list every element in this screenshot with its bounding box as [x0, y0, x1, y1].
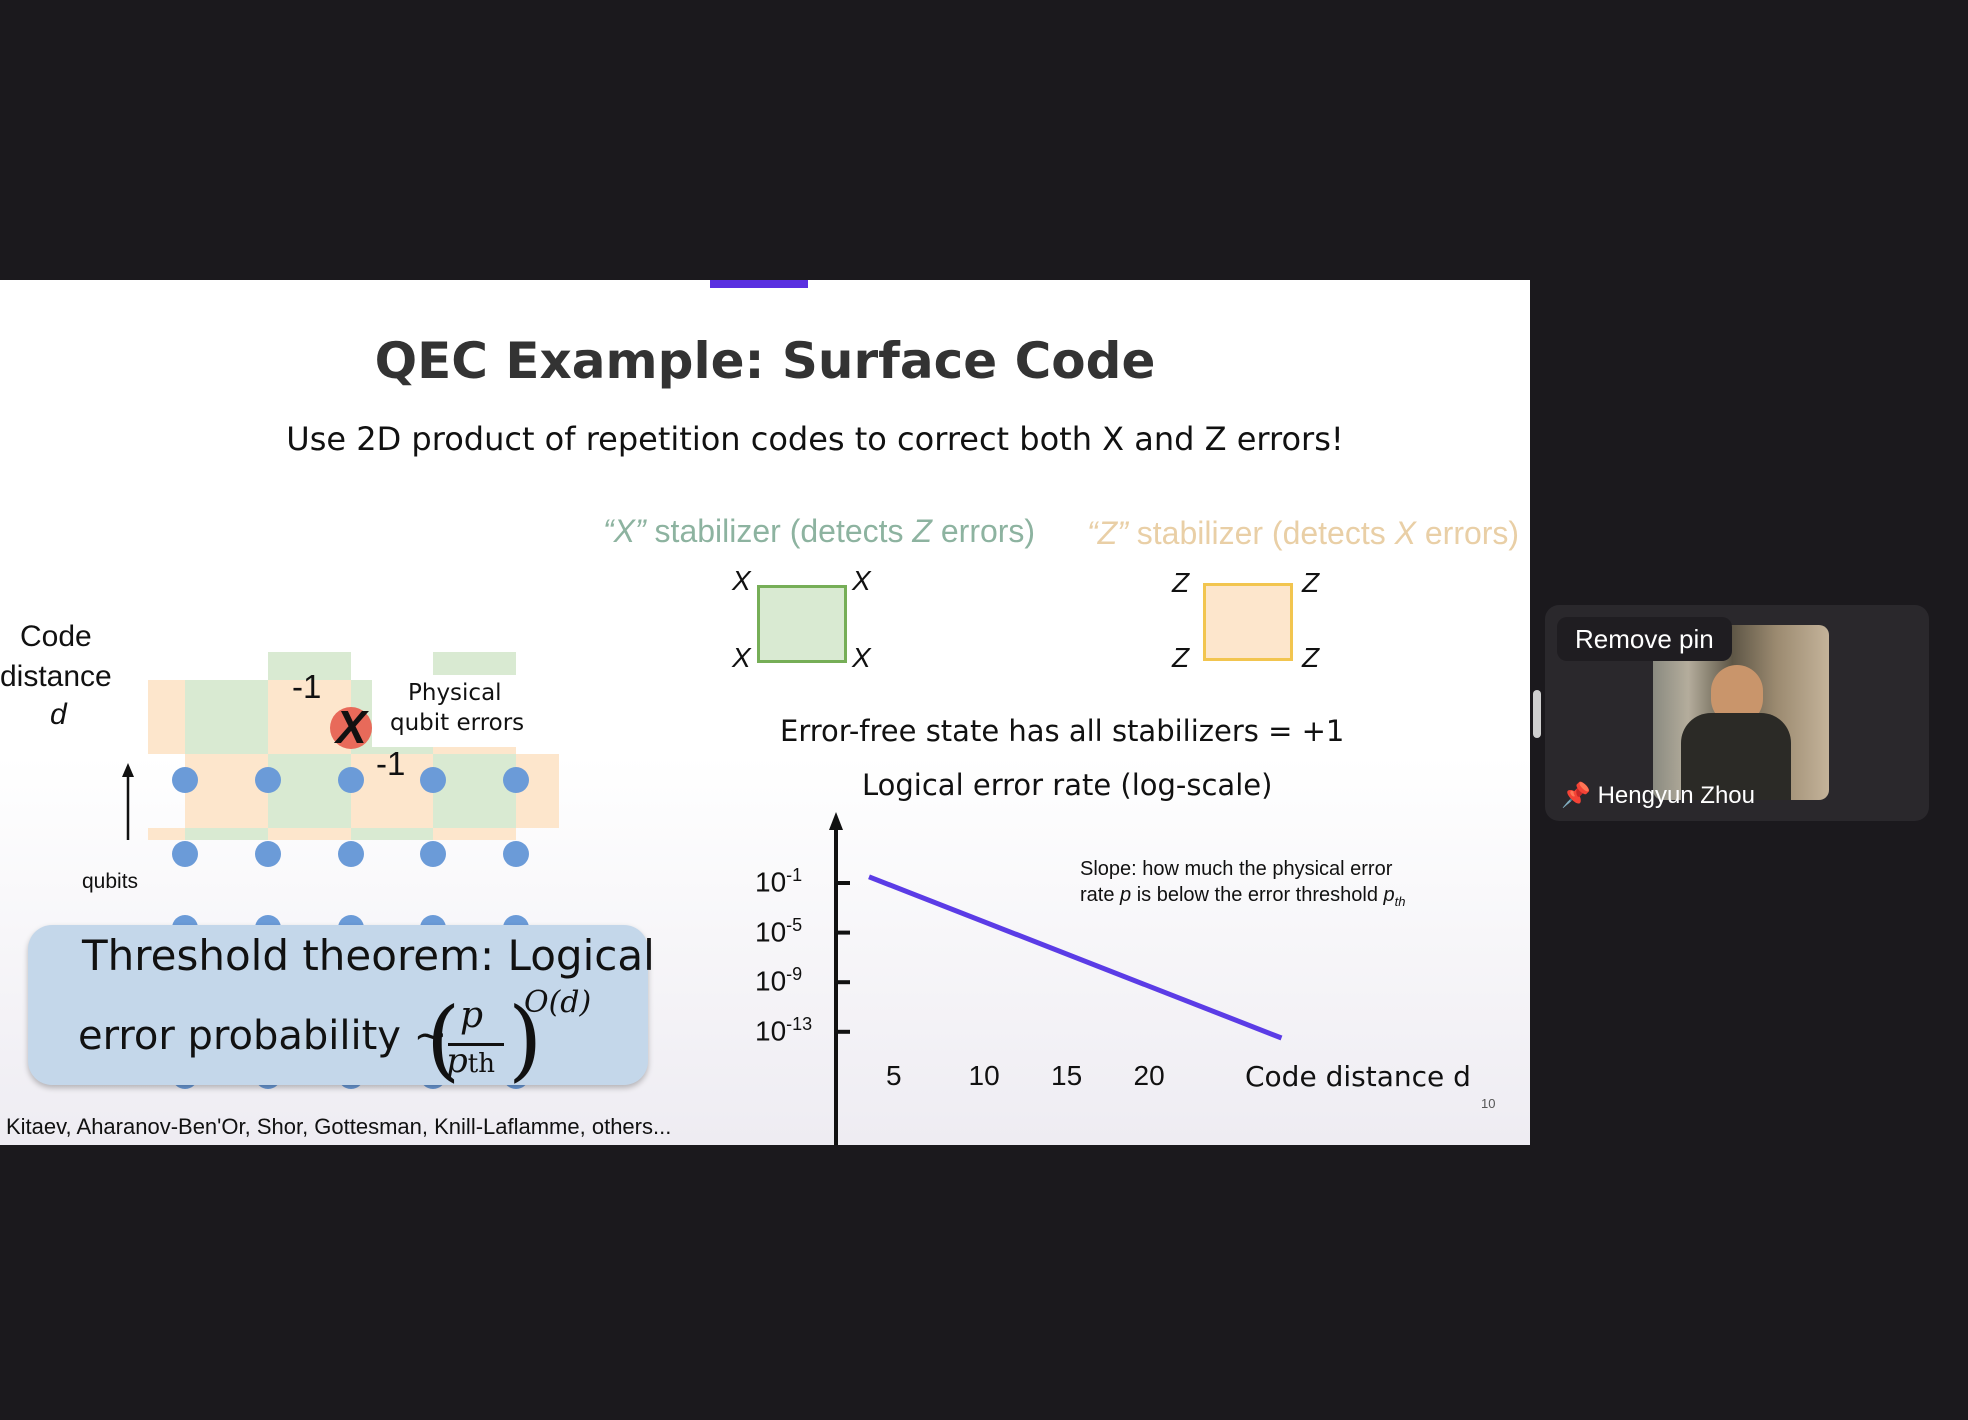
logical-error-chart: [829, 812, 1283, 1145]
citation: Kitaev, Aharanov-Ben'Or, Shor, Gottesman…: [6, 1114, 672, 1139]
threshold-line-2: error probability ~: [78, 1013, 448, 1059]
qubit-dot: [255, 767, 281, 793]
syndrome-minus-one-a: -1: [292, 668, 322, 705]
x-corner-br: X: [852, 642, 871, 673]
x-tick-label: 5: [886, 1060, 902, 1091]
scroll-handle[interactable]: [1533, 690, 1541, 738]
paren-left: (: [426, 988, 461, 1091]
y-tick-label: 10-1: [755, 865, 803, 898]
qubit-dot: [420, 841, 446, 867]
distance-arrow-head-top: [122, 763, 134, 777]
z-stabilizer-title: “Z” stabilizer (detects X errors): [1087, 515, 1520, 551]
code-distance-symbol: d: [50, 698, 67, 731]
remove-pin-button[interactable]: Remove pin: [1557, 617, 1732, 661]
page-number: 10: [1481, 1096, 1496, 1111]
presentation-slide: QEC Example: Surface Code Use 2D product…: [0, 280, 1530, 1145]
slide-subtitle: Use 2D product of repetition codes to co…: [286, 420, 1344, 458]
x-stabilizer-title: “X” stabilizer (detects Z errors): [603, 513, 1036, 549]
fraction-numerator: p: [460, 995, 484, 1036]
qubit-dot: [503, 841, 529, 867]
qubit-dot: [255, 841, 281, 867]
qubit-dot: [172, 767, 198, 793]
threshold-theorem-box: Threshold theorem: Logical error probabi…: [28, 925, 655, 1091]
error-x-symbol: X: [336, 701, 367, 753]
x-tick-label: 20: [1133, 1060, 1165, 1091]
z-corner-bl: Z: [1172, 642, 1190, 673]
x-corner-tr: X: [852, 565, 871, 596]
series-line: [868, 874, 1283, 1041]
x-tick-label: 10: [968, 1060, 1000, 1091]
z-corner-br: Z: [1302, 642, 1320, 673]
x-tick-label: 15: [1051, 1060, 1083, 1091]
z-corner-tl: Z: [1172, 567, 1190, 598]
slide-title: QEC Example: Surface Code: [374, 332, 1156, 390]
slope-annotation-1: Slope: how much the physical error: [1080, 858, 1393, 880]
fraction-denominator: pth: [446, 1041, 495, 1081]
threshold-exponent: O(d): [524, 985, 592, 1020]
x-stabilizer-square: [757, 585, 847, 663]
qubit-dot: [338, 841, 364, 867]
x-corner-bl: X: [732, 642, 751, 673]
participant-name: 📌 Hengyun Zhou: [1561, 782, 1756, 809]
chart-x-label: Code distance d: [1245, 1060, 1471, 1093]
slope-annotation-2: rate p is below the error threshold pth: [1080, 884, 1406, 909]
pin-icon: 📌: [1561, 782, 1591, 809]
physical-errors-label-1: Physical: [408, 680, 502, 706]
syndrome-minus-one-b: -1: [376, 745, 406, 782]
physical-errors-label-2: qubit errors: [390, 710, 525, 736]
threshold-line-1: Threshold theorem: Logical: [82, 931, 655, 980]
qubit-dot: [503, 767, 529, 793]
fraction-bar: [448, 1043, 504, 1046]
qubit-dot: [172, 841, 198, 867]
code-distance-label-1: Code: [20, 620, 92, 653]
error-marker: [330, 707, 372, 749]
y-tick-label: 10-5: [755, 914, 803, 947]
qubits-label: qubits: [82, 870, 139, 893]
y-tick-label: 10-9: [755, 964, 803, 997]
qubit-dot: [338, 767, 364, 793]
y-tick-label: 10-13: [755, 1013, 813, 1047]
z-corner-tr: Z: [1302, 567, 1320, 598]
z-stabilizer-square: [1203, 583, 1293, 661]
error-free-statement: Error-free state has all stabilizers = +…: [780, 714, 1345, 748]
qubit-dot: [420, 767, 446, 793]
participant-video: [1653, 625, 1829, 800]
code-distance-label-2: distance: [0, 660, 112, 693]
chart-title: Logical error rate (log-scale): [862, 768, 1273, 802]
slide-accent-bar: [710, 280, 808, 288]
participant-tile[interactable]: Remove pin 📌 Hengyun Zhou: [1545, 605, 1929, 821]
chart-y-axis-arrow: [829, 812, 843, 830]
paren-right: ): [508, 988, 543, 1091]
x-corner-tl: X: [732, 565, 751, 596]
physical-errors-label-bg: [372, 675, 532, 747]
avatar-body: [1681, 713, 1791, 800]
